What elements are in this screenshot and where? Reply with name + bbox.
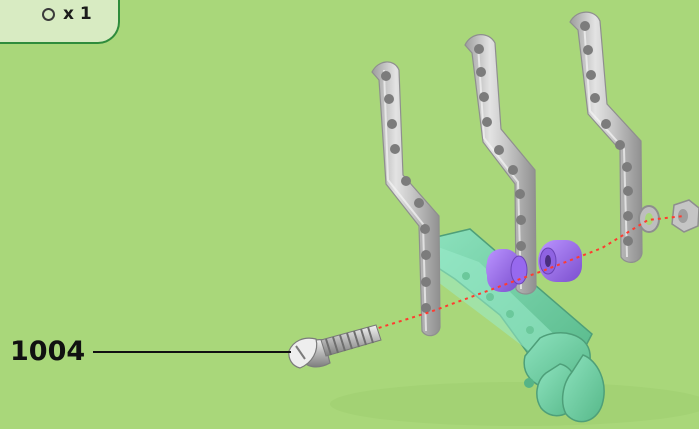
left-plate <box>372 62 440 336</box>
nut <box>672 200 699 232</box>
spacer-right <box>538 240 582 282</box>
right-plate <box>570 12 642 262</box>
floor-shadow <box>330 382 699 426</box>
part-number-label: 1004 <box>10 338 85 365</box>
screw <box>289 325 381 368</box>
washer <box>639 206 659 232</box>
